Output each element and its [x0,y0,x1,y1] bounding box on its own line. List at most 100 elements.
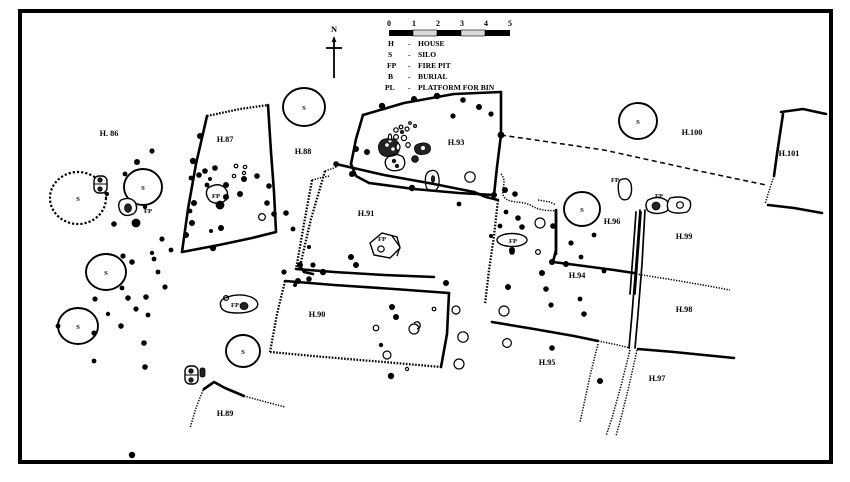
fire-pit-h91: FP [369,232,401,259]
house-label-h91: H.91 [358,209,375,218]
legend-item-burial: B - BURIAL [388,72,448,81]
legend-label-silo: SILO [418,50,436,59]
fire-pit-h96: FP [611,177,633,201]
fire-pit-h86: FP [118,197,152,217]
legend-item-silo: S - SILO [388,50,436,59]
scale-bar: 0 1 2 3 4 5 [387,19,512,37]
scale-segment-1 [412,29,438,37]
house-label-h87: H.87 [217,135,234,144]
house-label-h101: H.101 [779,149,800,158]
legend-label-burial: BURIAL [418,72,448,81]
scale-tick-5: 5 [508,19,512,28]
structure-h89 [189,380,286,429]
legend-dash-burial: - [408,72,411,81]
house-label-h89: H.89 [217,409,234,418]
silo-mid-low: S [225,334,261,368]
scale-tick-2: 2 [436,19,440,28]
north-arrow-label: N [331,25,337,34]
silo-h86-east: S [123,168,163,206]
silo-lower-b: S [57,307,99,345]
silo-lower-a: S [85,253,127,291]
legend-code-silo: S [388,50,392,59]
north-arrow: N [326,25,342,78]
structure-h87 [180,103,278,254]
silo-label: S [241,349,245,356]
legend-dash-house: - [408,39,411,48]
fire-pit-label: FP [509,238,517,245]
house-label-h86: H. 86 [100,129,119,138]
legend-code-burial: B [388,72,393,81]
legend-code-fire-pit: FP [387,61,397,70]
legend-item-fire-pit: FP - FIRE PIT [387,61,451,70]
house-label-h95: H.95 [539,358,556,367]
fire-pit-mid: FP [219,294,259,314]
fire-pit-label: FP [655,193,663,200]
legend-dash-silo: - [408,50,411,59]
fire-pit-label: FP [212,193,220,200]
fire-pit-label: FP [611,177,619,184]
scale-tick-0: 0 [387,19,391,28]
silo-label: S [580,207,584,214]
silos-layer: S S S S S [48,87,658,368]
site-boundary-dashed-upper [500,134,767,186]
h90-interior-features [372,306,437,372]
structure-h91 [294,162,500,305]
structure-h93 [349,90,503,197]
silo-h96: S [563,191,601,227]
scale-segment-2 [437,30,461,36]
silo-label: S [302,105,306,112]
legend-label-platform: PLATFORM FOR BIN [418,83,495,92]
house-labels-layer: H. 86 H.87 H.88 H.89 H.90 H.91 H.93 H.94… [100,128,800,418]
silo-label: S [636,119,640,126]
structure-h94-h95-network [490,208,736,437]
structure-h88 [298,165,339,276]
dashed-feature-line-h93-east [500,173,557,212]
fire-pit-h99: FP [645,193,692,215]
structure-h99-wall [629,211,642,295]
scale-segment-3 [460,29,486,37]
h93-interior-features [384,121,476,192]
legend-label-house: HOUSE [418,39,445,48]
silo-label: S [76,196,80,203]
house-label-h97: H.97 [649,374,666,383]
fire-pit-label: FP [378,236,386,243]
silo-upper-mid: S [282,87,326,127]
silo-label: S [76,324,80,331]
legend-dash-fire-pit: - [408,61,411,70]
silo-h100: S [618,102,658,140]
legend-code-house: H [388,39,394,48]
burial-h86 [93,175,108,194]
h94-interior-features [451,217,546,370]
structure-h101 [764,107,828,215]
house-label-h99: H.99 [676,232,693,241]
structure-h90 [268,279,451,369]
fire-pit-h94: FP [496,232,528,248]
fire-pits-layer: FP FP FP [118,177,692,314]
postholes-layer [55,92,607,459]
house-label-h94: H.94 [569,271,586,280]
house-label-h90: H.90 [309,310,326,319]
scale-segment-0 [389,30,413,36]
legend-label-fire-pit: FIRE PIT [418,61,451,70]
house-label-h100: H.100 [682,128,703,137]
burials-layer [93,138,400,385]
fire-pit-label: FP [144,208,152,215]
house-label-h98: H.98 [676,305,693,314]
house-label-h88: H.88 [295,147,312,156]
legend-code-platform: PL [385,83,395,92]
burial-low [184,365,206,385]
scale-segment-4 [485,30,510,36]
map-body: S S S S S [48,87,828,459]
fire-pit-label: FP [231,302,239,309]
plan-canvas: N 0 1 2 3 4 5 H [48,19,828,459]
plan-frame: N 0 1 2 3 4 5 H [18,9,833,464]
legend: H - HOUSE S - SILO FP - FIRE PIT B - [385,39,495,92]
legend-item-platform-for-bin: PL - PLATFORM FOR BIN [385,83,495,92]
silo-h86-west: S [48,170,108,226]
legend-dash-platform: - [408,83,411,92]
silo-label: S [141,185,145,192]
legend-item-house: H - HOUSE [388,39,445,48]
scale-tick-1: 1 [412,19,416,28]
silo-label: S [104,270,108,277]
scale-tick-4: 4 [484,19,488,28]
